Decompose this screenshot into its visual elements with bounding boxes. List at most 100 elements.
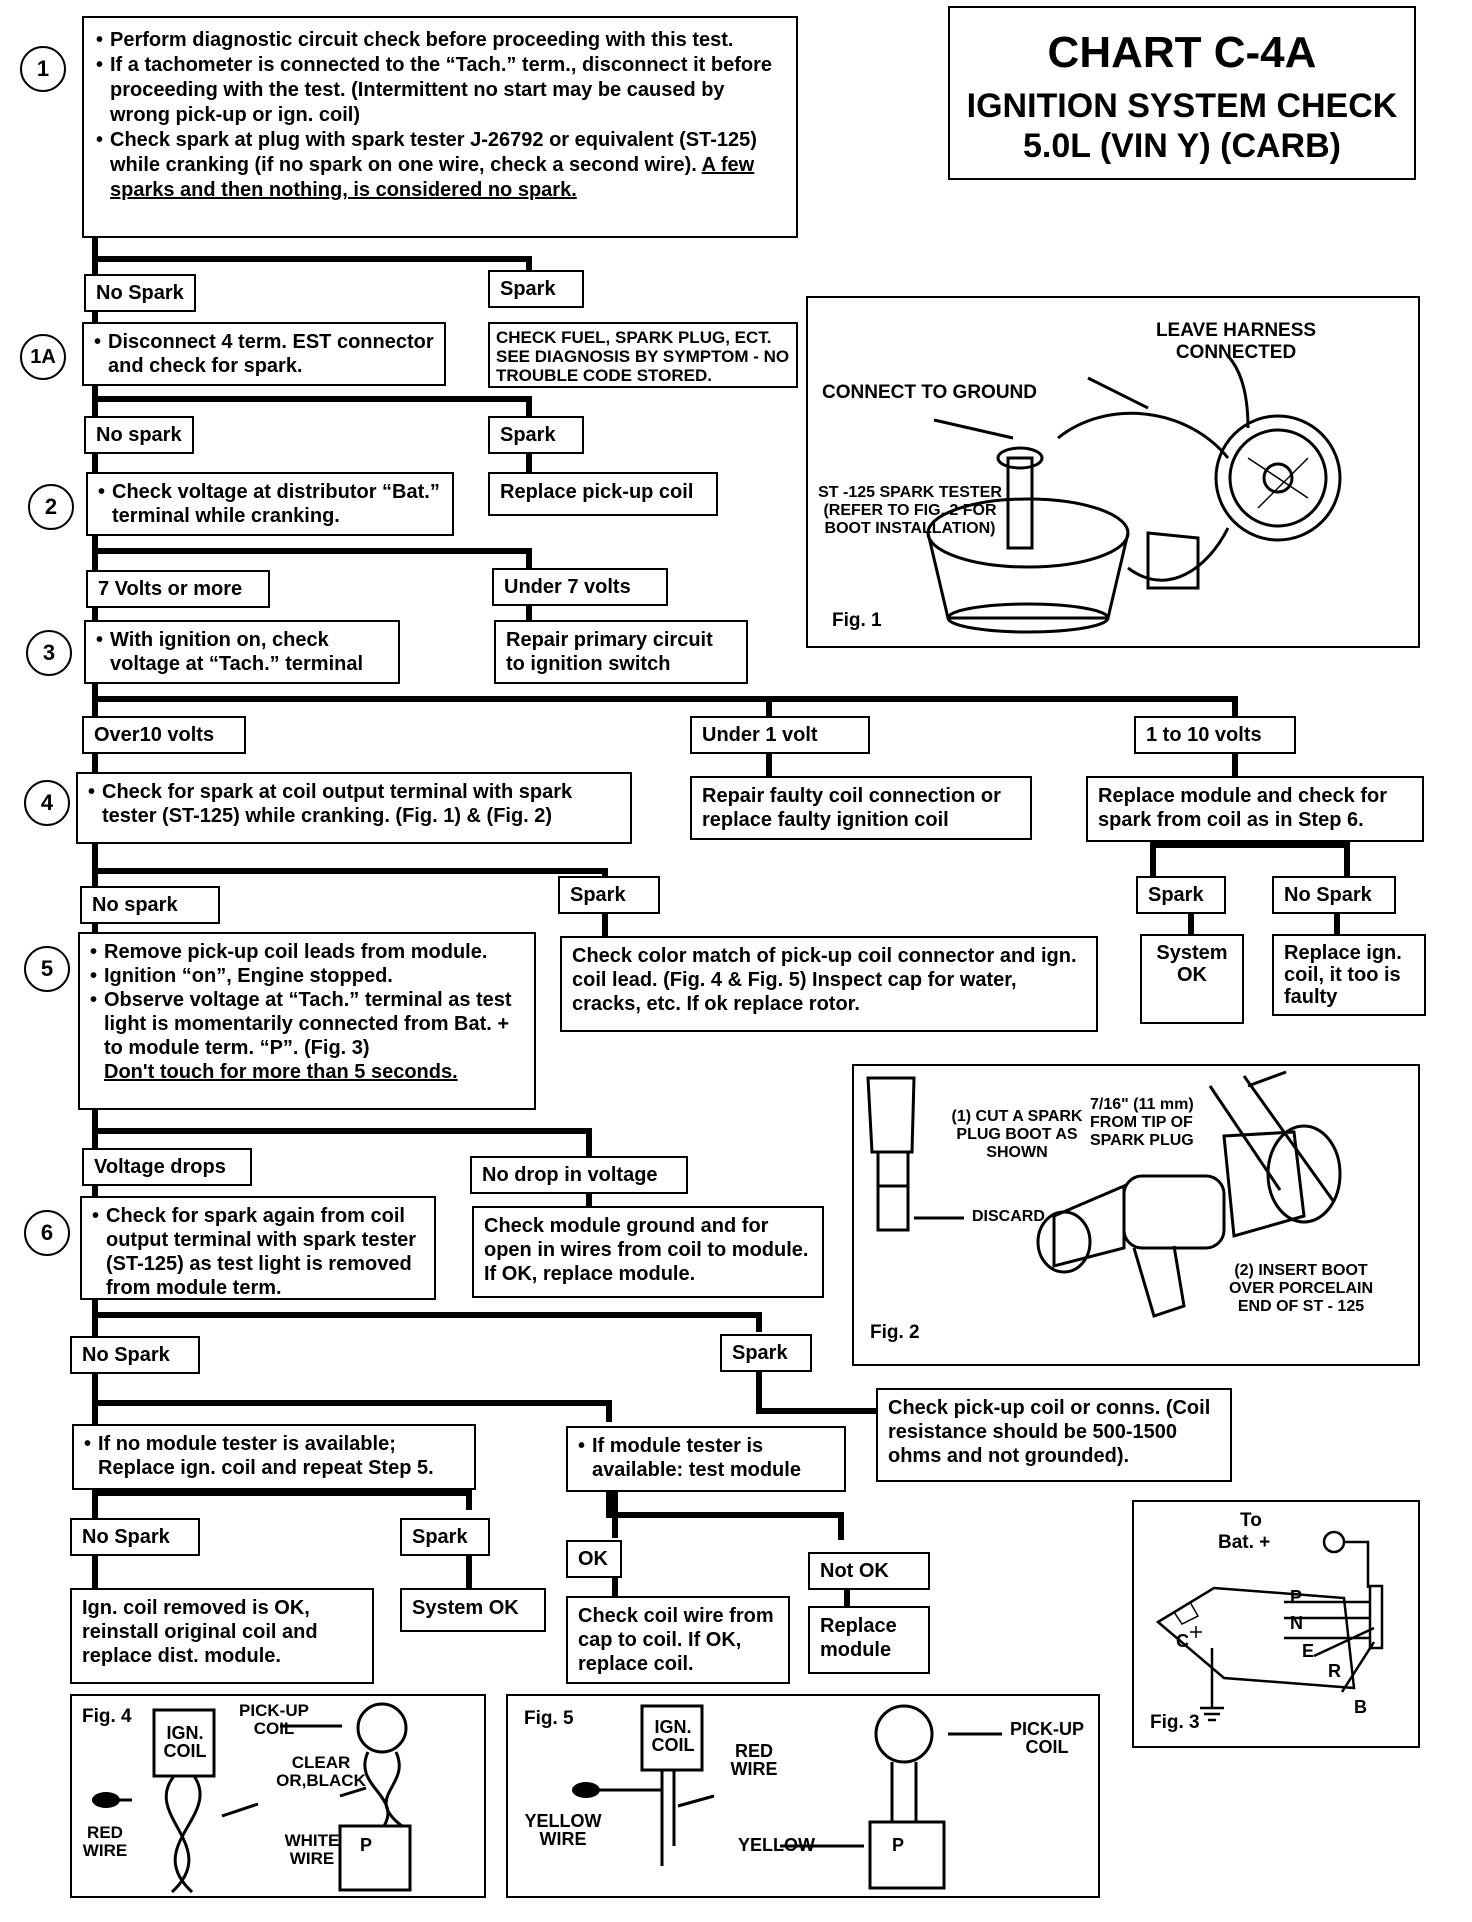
figure-1: LEAVE HARNESS CONNECTED CONNECT TO GROUN…	[806, 296, 1420, 648]
bat-caption: Bat. +	[1218, 1532, 1271, 1553]
step-4-marker: 4	[24, 780, 70, 826]
no-spark-label: No Spark	[1272, 876, 1396, 914]
dimension-caption: 7/16" (11 mm) FROM TIP OF SPARK PLUG	[1090, 1096, 1194, 1149]
connector	[844, 1578, 850, 1606]
terminal-e-label: E	[1302, 1641, 1315, 1661]
connector	[92, 396, 532, 402]
connector	[526, 452, 532, 476]
connector	[526, 606, 532, 622]
figure-4: IGN. COIL PICK-UP COIL CLEAR OR,BLACK RE…	[70, 1694, 486, 1898]
step-1-bullet-1: Perform diagnostic circuit check before …	[96, 28, 784, 53]
terminal-b-label: B	[1354, 1697, 1367, 1717]
connector	[466, 1490, 472, 1510]
spark-boot-illustration	[866, 1070, 1342, 1318]
figure-3: To Bat. + P N E R B C Fig. 3	[1132, 1500, 1420, 1748]
figure-5-label: Fig. 5	[524, 1708, 574, 1729]
pickup-caption: PICK-UP COIL	[1009, 1719, 1084, 1757]
step-2-marker: 2	[28, 484, 74, 530]
connector	[766, 754, 772, 778]
no-spark-label: No spark	[84, 416, 194, 454]
ign-coil-caption: IGN. COIL	[163, 1723, 207, 1761]
chart-title: CHART C-4A	[1047, 28, 1317, 77]
connector	[766, 696, 772, 716]
step-1-marker: 1	[20, 46, 66, 92]
no-spark-label: No spark	[80, 886, 220, 924]
repair-coil-box: Repair faulty coil connection or replace…	[690, 776, 1032, 840]
spark-tester-caption: ST -125 SPARK TESTER (REFER TO FIG. 2 FO…	[818, 484, 1002, 537]
connector	[1150, 842, 1350, 848]
terminal-c-label: C	[1176, 1631, 1189, 1651]
connector-p-label: P	[360, 1835, 373, 1855]
spark-label: Spark	[488, 416, 584, 454]
replace-ign-coil-box: Replace ign. coil, it too is faulty	[1272, 934, 1426, 1016]
system-ok-box: System OK	[400, 1588, 546, 1632]
replace-module-box: Replace module and check for spark from …	[1086, 776, 1424, 842]
cut-boot-caption: (1) CUT A SPARK PLUG BOOT AS SHOWN	[951, 1108, 1083, 1161]
clear-black-caption: CLEAR OR,BLACK	[276, 1753, 366, 1790]
connector	[92, 1312, 762, 1318]
module-ground-box: Check module ground and for open in wire…	[472, 1206, 824, 1298]
yellow-wire-caption: YELLOW WIRE	[524, 1811, 602, 1849]
spark-label: Spark	[400, 1518, 490, 1556]
step-5-box: Remove pick-up coil leads from module. I…	[78, 932, 536, 1110]
connector	[586, 1192, 592, 1206]
step-1a-box: Disconnect 4 term. EST connector and che…	[82, 322, 446, 386]
connector	[586, 1128, 592, 1156]
terminal-n-label: N	[1290, 1613, 1303, 1633]
module-test-light-diagram	[1155, 1530, 1384, 1722]
connector-p-label: P	[892, 1835, 905, 1855]
step-1-bullet-2: If a tachometer is connected to the “Tac…	[96, 53, 784, 128]
no-spark-label: No Spark	[84, 274, 196, 312]
terminal-r-label: R	[1328, 1661, 1341, 1681]
connector	[92, 696, 1238, 702]
pickup-conns-box: Check pick-up coil or conns. (Coil resis…	[876, 1388, 1232, 1482]
not-ok-label: Not OK	[808, 1552, 930, 1590]
red-wire-caption: RED WIRE	[730, 1741, 778, 1779]
white-wire-caption: WHITE WIRE	[284, 1831, 340, 1868]
one-to-ten-label: 1 to 10 volts	[1134, 716, 1296, 754]
connector	[92, 548, 532, 554]
connector	[466, 1548, 472, 1588]
spark-label: Spark	[558, 876, 660, 914]
red-wire-caption: RED WIRE	[82, 1823, 128, 1860]
coil-removed-box: Ign. coil removed is OK, reinstall origi…	[70, 1588, 374, 1684]
connector	[1232, 754, 1238, 778]
no-drop-label: No drop in voltage	[470, 1156, 688, 1194]
chart-title-block: CHART C-4A IGNITION SYSTEM CHECK 5.0L (V…	[948, 6, 1416, 180]
figure-3-label: Fig. 3	[1150, 1712, 1200, 1733]
tester-box: If module tester is available: test modu…	[566, 1426, 846, 1492]
connector	[1150, 842, 1156, 878]
yellow-caption: YELLOW	[738, 1835, 815, 1855]
connector	[92, 1490, 472, 1496]
connector	[92, 1128, 592, 1134]
color-match-box: Check color match of pick-up coil connec…	[560, 936, 1098, 1032]
chart-subtitle-1: IGNITION SYSTEM CHECK	[966, 87, 1398, 125]
terminal-p-label: P	[1290, 1587, 1303, 1607]
check-wire-box: Check coil wire from cap to coil. If OK,…	[566, 1596, 790, 1684]
connector	[602, 914, 608, 944]
check-fuel-box: CHECK FUEL, SPARK PLUG, ECT. SEE DIAGNOS…	[488, 322, 798, 388]
spark-label: Spark	[720, 1334, 812, 1372]
step-5-marker: 5	[24, 946, 70, 992]
voltage-drops-label: Voltage drops	[82, 1148, 252, 1186]
fig4-wiring-diagram	[92, 1702, 412, 1894]
step-6-box: Check for spark again from coil output t…	[80, 1196, 436, 1300]
system-ok-box: System OK	[1140, 934, 1244, 1024]
chart-subtitle-2: 5.0L (VIN Y) (CARB)	[1022, 127, 1341, 165]
over-10-label: Over10 volts	[82, 716, 246, 754]
connector	[1188, 914, 1194, 938]
figure-2-label: Fig. 2	[870, 1322, 920, 1343]
step-4-box: Check for spark at coil output terminal …	[76, 772, 632, 844]
spark-label: Spark	[1136, 876, 1226, 914]
connector	[838, 1512, 844, 1540]
connector	[756, 1370, 762, 1412]
connector	[92, 868, 608, 874]
figure-2: (1) CUT A SPARK PLUG BOOT AS SHOWN 7/16"…	[852, 1064, 1420, 1366]
connector	[1334, 914, 1340, 938]
fig5-wiring-diagram	[572, 1704, 1002, 1890]
distributor-illustration	[926, 354, 1342, 634]
under-7-label: Under 7 volts	[492, 568, 668, 606]
spark-label: Spark	[488, 270, 584, 308]
step-6-marker: 6	[24, 1210, 70, 1256]
